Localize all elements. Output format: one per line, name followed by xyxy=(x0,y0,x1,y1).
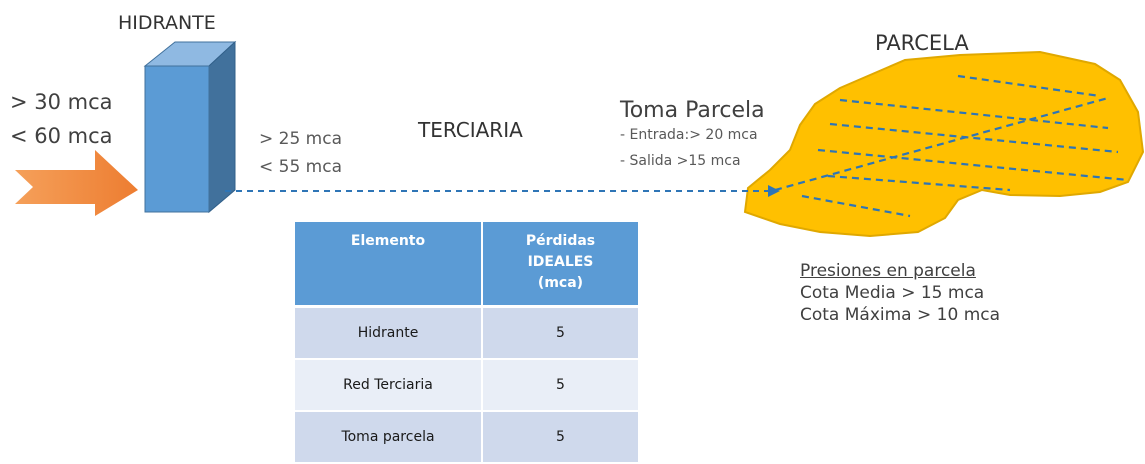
row-elemento: Red Terciaria xyxy=(295,360,483,412)
cota-maxima: Cota Máxima > 10 mca xyxy=(800,305,1001,325)
inlet-pressure-min: > 30 mca xyxy=(10,90,113,114)
toma-entrada-pressure: - Entrada:> 20 mca xyxy=(620,127,758,143)
toma-parcela-title: Toma Parcela xyxy=(620,98,765,123)
parcel-pressures: Presiones en parcela Cota Media > 15 mca… xyxy=(800,260,1000,326)
parcela-title: PARCELA xyxy=(875,31,969,55)
parcel-shape-icon xyxy=(743,50,1145,238)
table-row: Hidrante 5 xyxy=(295,308,638,360)
row-perdidas: 5 xyxy=(483,412,638,464)
cota-media: Cota Media > 15 mca xyxy=(800,283,985,303)
row-elemento: Toma parcela xyxy=(295,412,483,464)
losses-table: Elemento Pérdidas IDEALES (mca) Hidrante… xyxy=(295,222,638,464)
header-perdidas: Pérdidas IDEALES (mca) xyxy=(483,222,638,308)
table-row: Toma parcela 5 xyxy=(295,412,638,464)
hydrant-block-icon xyxy=(143,40,237,214)
header-perdidas-line1: Pérdidas xyxy=(525,233,596,249)
row-perdidas: 5 xyxy=(483,308,638,360)
outlet-pressure-min: > 25 mca xyxy=(259,129,343,149)
terciaria-label: TERCIARIA xyxy=(418,118,523,142)
inlet-pressure-max: < 60 mca xyxy=(10,124,113,148)
outlet-pressure-max: < 55 mca xyxy=(259,157,343,177)
row-elemento: Hidrante xyxy=(295,308,483,360)
table-header-row: Elemento Pérdidas IDEALES (mca) xyxy=(295,222,638,308)
hydrant-title: HIDRANTE xyxy=(118,12,216,34)
inlet-arrow-icon xyxy=(15,150,138,216)
header-perdidas-line2: IDEALES xyxy=(527,254,594,270)
row-perdidas: 5 xyxy=(483,360,638,412)
toma-salida-pressure: - Salida >15 mca xyxy=(620,153,741,169)
parcel-dashed-lines xyxy=(774,74,1129,218)
table-row: Red Terciaria 5 xyxy=(295,360,638,412)
header-elemento-label: Elemento xyxy=(350,233,426,249)
terciaria-arrowhead-icon xyxy=(768,185,780,197)
parcel-pressures-title: Presiones en parcela xyxy=(800,261,976,281)
header-elemento: Elemento xyxy=(295,222,483,308)
header-perdidas-line3: (mca) xyxy=(537,275,584,291)
header-perdidas-cell: Pérdidas IDEALES (mca) xyxy=(483,222,638,294)
